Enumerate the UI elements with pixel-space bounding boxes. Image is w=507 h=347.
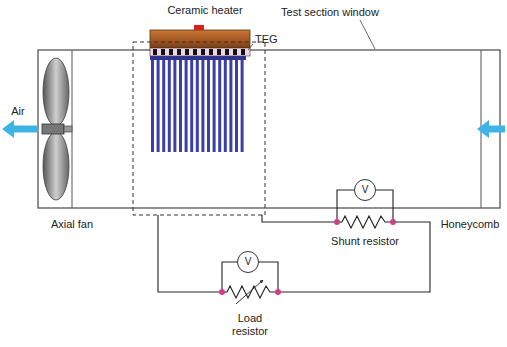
teg-cell xyxy=(209,49,213,55)
teg-cell xyxy=(169,49,173,55)
fin xyxy=(224,60,227,152)
air-arrow xyxy=(477,120,489,138)
fin xyxy=(229,60,232,152)
fin xyxy=(157,60,160,152)
test-section xyxy=(38,50,500,208)
fin xyxy=(168,60,171,152)
part-label: Ceramic heater xyxy=(167,4,242,17)
leader-line xyxy=(248,44,253,50)
axial-fan-symbol xyxy=(42,58,72,200)
terminal-dot xyxy=(219,219,396,295)
teg-cell xyxy=(177,49,181,55)
meter-letter: V xyxy=(362,185,369,195)
fin xyxy=(218,60,221,152)
heat-sink-base xyxy=(150,56,246,60)
teg-cell xyxy=(201,49,205,55)
part-label: Air xyxy=(11,105,24,118)
teg-cell xyxy=(153,49,157,55)
part-label: Shunt resistor xyxy=(331,235,399,248)
fin xyxy=(213,60,216,152)
teg-cell xyxy=(217,49,221,55)
fin xyxy=(173,60,176,152)
teg-module xyxy=(150,48,250,56)
teg-cell xyxy=(233,49,237,55)
ceramic-heater xyxy=(150,30,250,48)
voltmeter-symbol: V xyxy=(237,251,259,273)
part-label: Load resistor xyxy=(225,312,275,337)
heat-sink-fins xyxy=(151,60,244,152)
meter-letter: V xyxy=(245,257,252,267)
heater-terminal xyxy=(194,25,204,30)
teg-cell xyxy=(185,49,189,55)
fin xyxy=(235,60,238,152)
fin xyxy=(179,60,182,152)
fin xyxy=(162,60,165,152)
part-label: Honeycomb xyxy=(441,218,500,231)
resistor-symbol xyxy=(337,216,393,228)
fin xyxy=(190,60,193,152)
fin xyxy=(151,60,154,152)
teg-cells xyxy=(153,49,245,55)
fin xyxy=(185,60,188,152)
circuit-wire xyxy=(158,190,430,292)
air-arrow xyxy=(2,120,14,138)
teg-cell xyxy=(225,49,229,55)
part-label: Test section window xyxy=(281,6,379,19)
leader-line xyxy=(360,20,375,49)
fin xyxy=(207,60,210,152)
fin xyxy=(196,60,199,152)
part-label: TEG xyxy=(255,33,278,46)
control-volume xyxy=(133,42,265,215)
fin xyxy=(201,60,204,152)
voltmeter-symbol: V xyxy=(354,179,376,201)
variable-arrow xyxy=(236,281,262,304)
teg-cell xyxy=(161,49,165,55)
part-label: Axial fan xyxy=(51,218,93,231)
fin xyxy=(241,60,244,152)
teg-cell xyxy=(193,49,197,55)
air-arrow xyxy=(12,126,38,133)
teg-cell xyxy=(241,49,245,55)
